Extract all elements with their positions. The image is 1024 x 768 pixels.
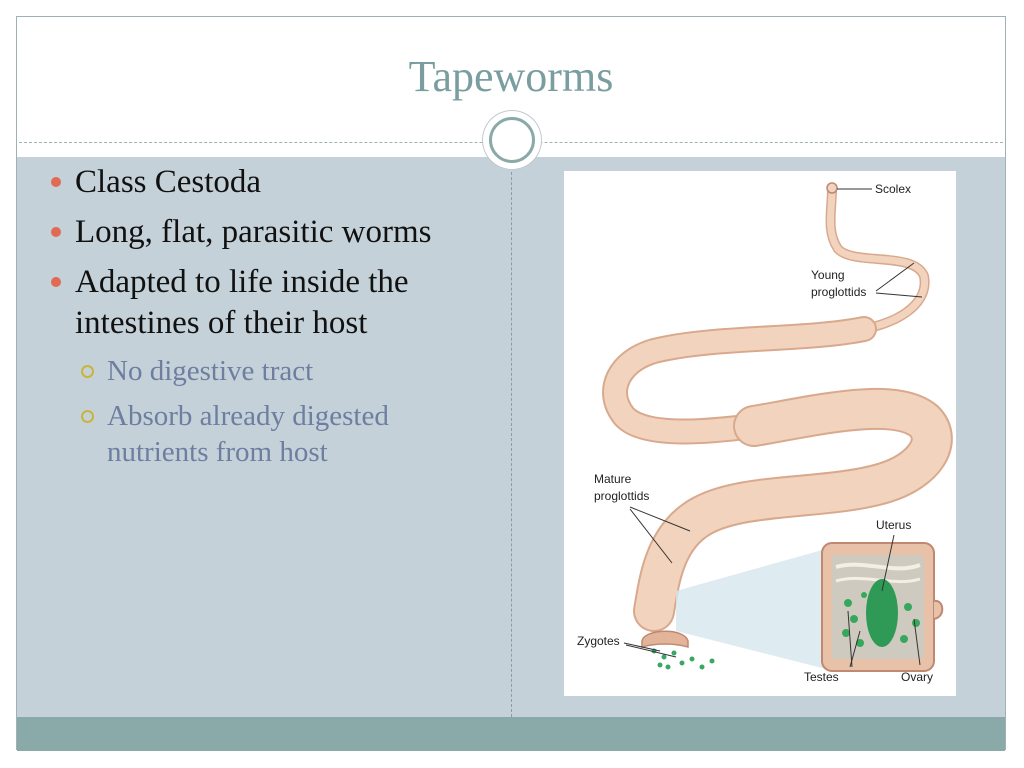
sub-bullet-ring-icon (81, 410, 94, 423)
label-young-2: proglottids (811, 285, 866, 299)
magnification-beam (676, 549, 826, 669)
circle-ornament-icon (483, 111, 541, 169)
label-zygotes: Zygotes (577, 634, 620, 648)
tapeworm-figure: Scolex Young proglottids Mature proglott… (564, 171, 956, 696)
bullet-item: Class Cestoda (51, 162, 491, 203)
bullet-list: Class Cestoda Long, flat, parasitic worm… (51, 162, 491, 479)
label-scolex: Scolex (875, 182, 911, 196)
label-uterus: Uterus (876, 518, 911, 532)
bullet-dot-icon (51, 227, 61, 237)
sub-bullet-item: Absorb already digested nutrients from h… (51, 398, 491, 470)
sub-bullet-text: Absorb already digested nutrients from h… (107, 400, 389, 468)
bullet-text: Class Cestoda (75, 164, 262, 200)
slide-title: Tapeworms (408, 52, 614, 101)
bullet-text: Long, flat, parasitic worms (75, 214, 432, 250)
footer-bar (17, 717, 1005, 751)
proglottid-detail (821, 542, 944, 672)
slide: Tapeworms Class Cestoda Long, flat, para… (16, 16, 1006, 751)
bullet-text: Adapted to life inside the intestines of… (75, 264, 409, 341)
label-mature-2: proglottids (594, 489, 649, 503)
label-mature-1: Mature (594, 472, 632, 486)
label-ovary: Ovary (901, 670, 933, 684)
bullet-dot-icon (51, 277, 61, 287)
scolex-head (826, 182, 838, 194)
bullet-item: Adapted to life inside the intestines of… (51, 262, 491, 344)
tapeworm-diagram: Scolex Young proglottids Mature proglott… (577, 182, 953, 684)
sub-bullet-item: No digestive tract (51, 353, 491, 389)
sub-bullet-ring-icon (81, 365, 94, 378)
bullet-dot-icon (51, 177, 61, 187)
sub-bullet-text: No digestive tract (107, 355, 314, 387)
column-divider (511, 157, 512, 717)
bullet-item: Long, flat, parasitic worms (51, 212, 491, 253)
label-young-1: Young (811, 268, 845, 282)
label-testes: Testes (804, 670, 839, 684)
